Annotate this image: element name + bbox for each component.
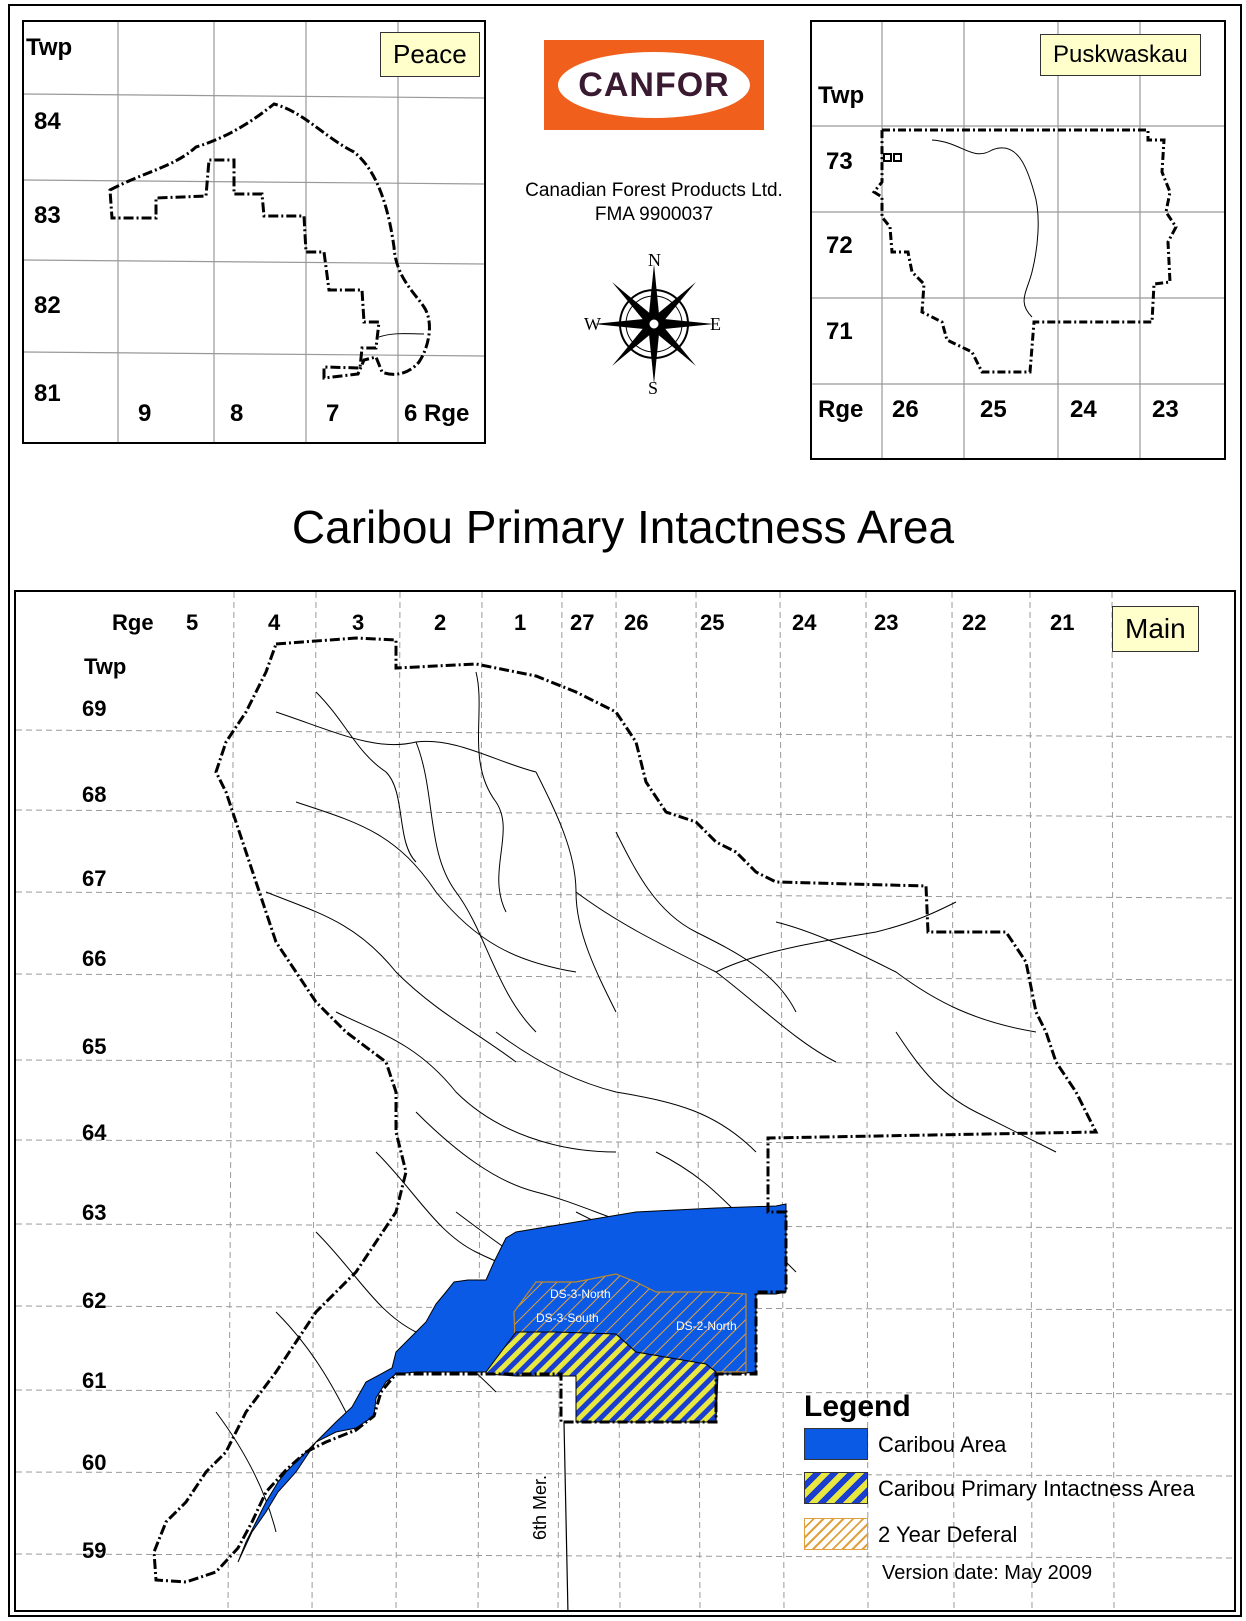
legend-item-caribou-area: Caribou Area xyxy=(804,1428,1224,1462)
twp-label: 72 xyxy=(826,232,853,259)
rge-label: 3 xyxy=(352,610,365,635)
meridian-label: 6th Mer. xyxy=(530,1474,550,1540)
twp-label: 59 xyxy=(82,1538,107,1563)
twp-label: 66 xyxy=(82,946,107,971)
twp-label: 69 xyxy=(82,696,107,721)
twp-label: 63 xyxy=(82,1200,107,1225)
twp-label: 61 xyxy=(82,1368,107,1393)
main-map-lines: DS-3-North DS-3-South DS-2-North xyxy=(16,592,1234,1610)
twp-label: 64 xyxy=(82,1120,107,1145)
legend-label: Caribou Primary Intactness Area xyxy=(878,1476,1195,1501)
twp-label: 73 xyxy=(826,148,853,175)
legend-swatch xyxy=(804,1472,868,1504)
compass-n: N xyxy=(648,254,661,270)
rge-label: 25 xyxy=(700,610,725,635)
legend-label: Caribou Area xyxy=(878,1432,1007,1457)
rge-label: 25 xyxy=(980,396,1007,423)
rge-label: 8 xyxy=(230,400,244,427)
rge-label: 9 xyxy=(138,400,152,427)
company-name: Canadian Forest Products Ltd. xyxy=(525,180,783,201)
rge-label: 24 xyxy=(792,610,817,635)
main-tag: Main xyxy=(1112,606,1199,652)
rge-label: 2 xyxy=(434,610,447,635)
compass-w: W xyxy=(584,314,601,334)
legend-swatch xyxy=(804,1518,868,1550)
twp-label: 83 xyxy=(34,202,61,229)
twp-label: 84 xyxy=(34,108,61,135)
legend-swatch xyxy=(804,1428,868,1460)
compass-e: E xyxy=(710,314,721,334)
rge-label: 26 xyxy=(892,396,919,423)
rge-label: 1 xyxy=(514,610,527,635)
block-label: DS-3-North xyxy=(550,1287,611,1301)
twp-label: 71 xyxy=(826,318,853,345)
twp-label: 82 xyxy=(34,292,61,319)
twp-label: 62 xyxy=(82,1288,107,1313)
fma-number: FMA 9900037 xyxy=(594,204,714,225)
map-title: Caribou Primary Intactness Area xyxy=(291,501,955,553)
puskwaskau-inset-lines xyxy=(812,22,1224,458)
logo-text: CANFOR xyxy=(558,52,750,118)
block-label: DS-2-North xyxy=(676,1319,737,1333)
version-date: Version date: May 2009 xyxy=(882,1562,1093,1584)
legend-item-deferal: 2 Year Deferal xyxy=(804,1518,1224,1552)
rge-label: 7 xyxy=(326,400,340,427)
rge-header: Rge xyxy=(112,610,154,635)
twp-header: Twp xyxy=(818,82,865,109)
twp-label: 67 xyxy=(82,866,107,891)
puskwaskau-tag: Puskwaskau xyxy=(1040,34,1201,76)
twp-label: 65 xyxy=(82,1034,107,1059)
map-frame xyxy=(8,4,1242,1617)
twp-label: 68 xyxy=(82,782,107,807)
rge-label: 27 xyxy=(570,610,595,635)
compass-s: S xyxy=(648,378,658,394)
rge-label: 24 xyxy=(1070,396,1097,423)
compass-rose-icon: N S W E xyxy=(584,254,721,394)
main-map: DS-3-North DS-3-South DS-2-North Rge 5 4… xyxy=(14,590,1236,1612)
rge-label: 6 Rge xyxy=(404,400,470,427)
block-label: DS-3-South xyxy=(536,1311,599,1325)
rge-label: 21 xyxy=(1050,610,1075,635)
puskwaskau-inset-map: Twp 73 72 71 Rge 26 25 24 23 Puskwaskau xyxy=(810,20,1226,460)
legend-title: Legend xyxy=(804,1390,911,1423)
rge-label: 22 xyxy=(962,610,987,635)
rge-label: 5 xyxy=(186,610,199,635)
rge-label: 23 xyxy=(874,610,899,635)
canfor-logo: CANFOR xyxy=(544,40,764,130)
peace-inset-map: Twp 84 83 82 81 9 8 7 6 Rge Peace xyxy=(22,20,486,444)
legend-item-primary-intactness: Caribou Primary Intactness Area xyxy=(804,1472,1224,1506)
twp-header: Twp xyxy=(26,34,73,61)
peace-inset-lines xyxy=(24,22,484,442)
rge-header: Rge xyxy=(818,396,864,423)
twp-label: 81 xyxy=(34,380,61,407)
rge-label: 4 xyxy=(268,610,281,635)
legend-label: 2 Year Deferal xyxy=(878,1522,1018,1547)
rge-label: 23 xyxy=(1152,396,1179,423)
twp-header: Twp xyxy=(84,654,127,679)
rge-label: 26 xyxy=(624,610,649,635)
peace-tag: Peace xyxy=(380,32,480,77)
twp-label: 60 xyxy=(82,1450,107,1475)
